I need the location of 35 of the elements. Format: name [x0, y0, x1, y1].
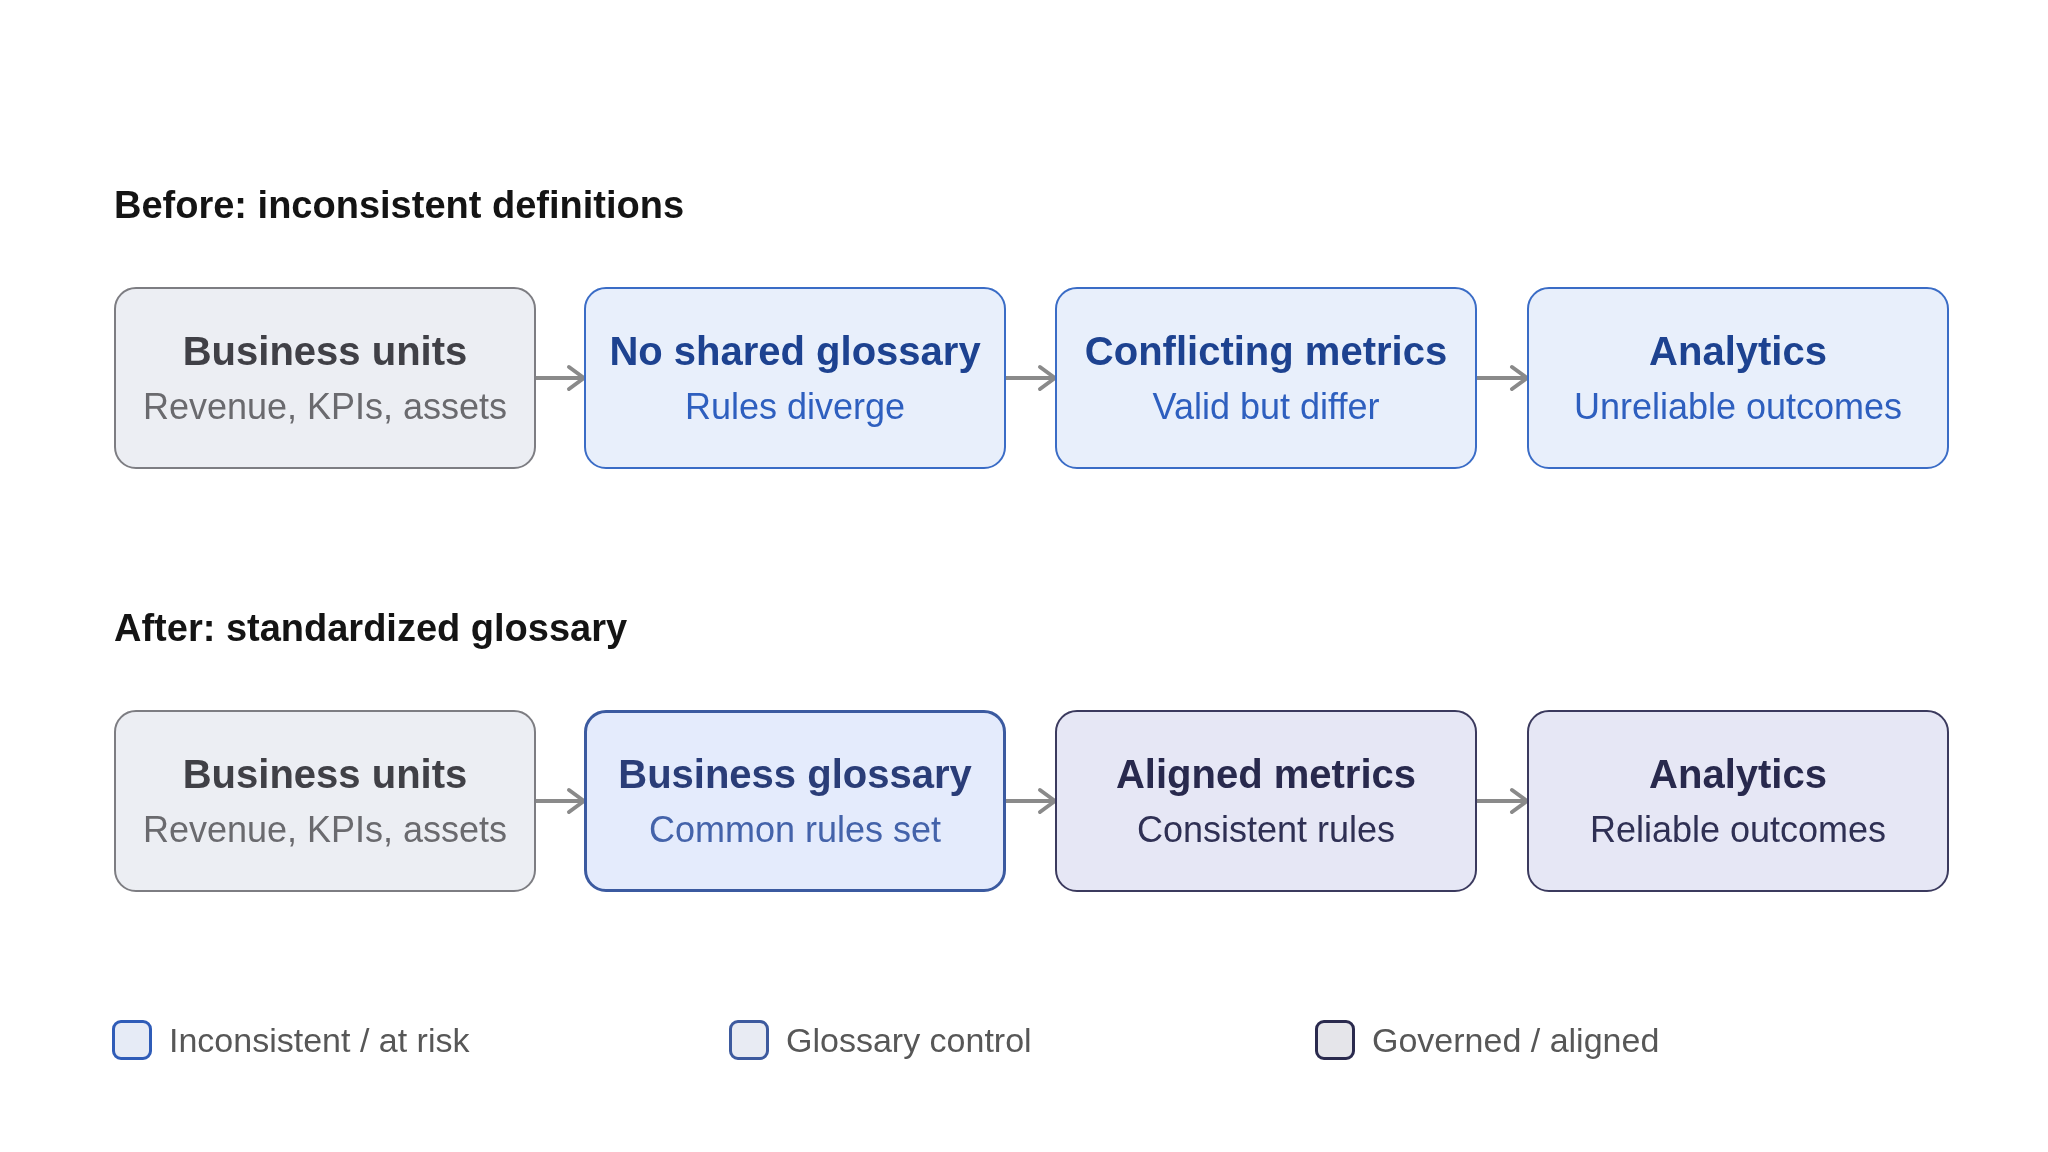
arrow	[1006, 788, 1057, 814]
process-box	[114, 287, 536, 469]
box-subtitle: Revenue, KPIs, assets	[142, 809, 508, 851]
box-subtitle: Valid but differ	[1152, 386, 1380, 428]
process-box	[1527, 710, 1949, 892]
section-heading: After: standardized glossary	[114, 606, 628, 651]
box-title: Conflicting metrics	[1084, 328, 1448, 375]
legend-label: Inconsistent / at risk	[169, 1020, 470, 1061]
box-subtitle: Consistent rules	[1136, 809, 1396, 851]
box-title: Analytics	[1649, 328, 1827, 375]
arrow	[536, 365, 586, 391]
box-subtitle: Reliable outcomes	[1589, 809, 1887, 851]
arrow	[1477, 365, 1529, 391]
process-box	[584, 710, 1006, 892]
box-subtitle: Unreliable outcomes	[1573, 386, 1903, 428]
legend-label: Governed / aligned	[1372, 1020, 1660, 1061]
box-title: No shared glossary	[609, 328, 981, 375]
box-subtitle: Common rules set	[648, 809, 942, 851]
box-title: Business units	[182, 328, 468, 375]
process-box	[114, 710, 536, 892]
process-box	[1055, 287, 1477, 469]
box-title: Business glossary	[618, 751, 972, 798]
process-box	[1527, 287, 1949, 469]
box-subtitle: Revenue, KPIs, assets	[142, 386, 508, 428]
box-title: Aligned metrics	[1115, 751, 1417, 798]
arrow	[1006, 365, 1057, 391]
legend-label: Glossary control	[786, 1020, 1032, 1061]
arrow	[536, 788, 586, 814]
arrow	[1477, 788, 1529, 814]
process-box	[584, 287, 1006, 469]
section-heading: Before: inconsistent definitions	[114, 183, 685, 228]
box-title: Analytics	[1649, 751, 1827, 798]
process-box	[1055, 710, 1477, 892]
box-title: Business units	[182, 751, 468, 798]
box-subtitle: Rules diverge	[684, 386, 906, 428]
